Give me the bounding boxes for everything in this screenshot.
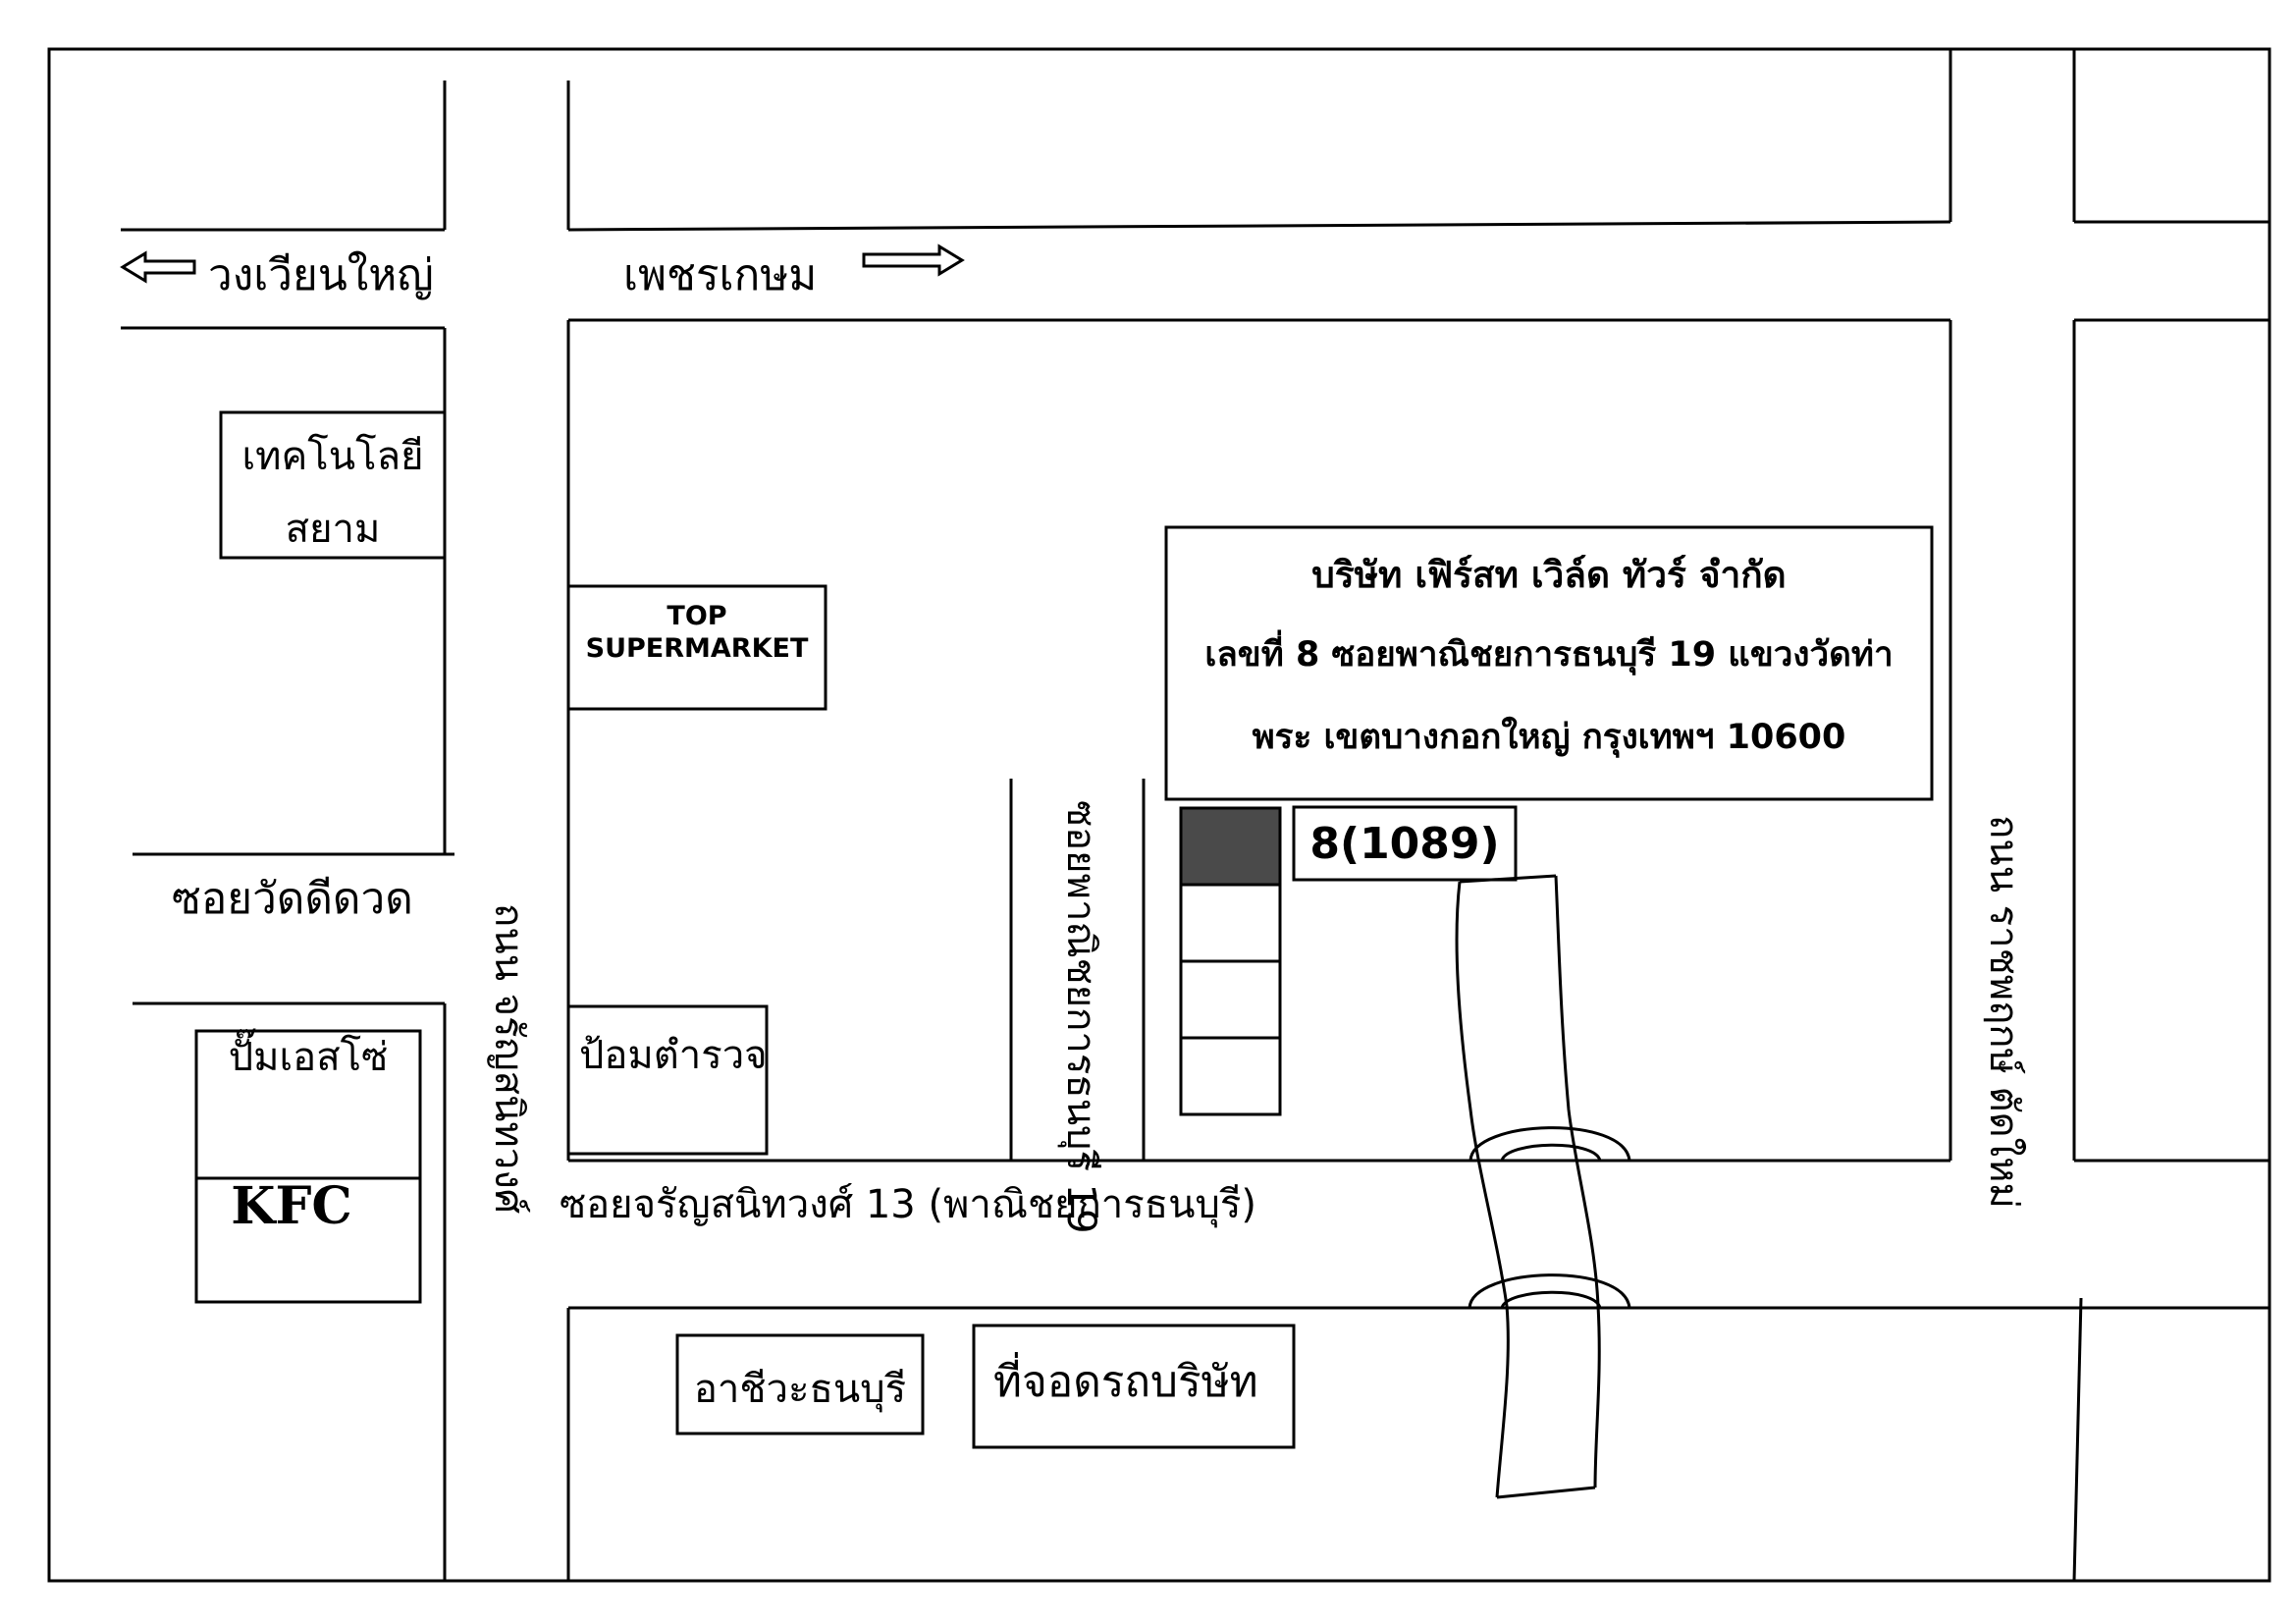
top-supermarket-label-1: TOP — [667, 601, 726, 631]
kfc-box — [194, 1176, 422, 1304]
building-number-box — [1292, 805, 1518, 882]
tech-siam-label-1: เทคโนโลยี — [241, 434, 423, 479]
bridge-icon — [1468, 1273, 1631, 1310]
company-building-marker — [1179, 806, 1282, 887]
parking-box — [972, 1324, 1296, 1449]
company-info-box — [1164, 525, 1934, 801]
canal-path — [1455, 874, 1601, 1499]
esso-label: ปั๊มเอสโซ่ — [229, 1028, 389, 1080]
road-label-charan-road: ถนน จรัญสนิทวงศ์ — [486, 903, 531, 1214]
archiwa-box — [675, 1333, 925, 1435]
building-unit — [1179, 883, 1282, 963]
kfc-label: KFC — [231, 1176, 352, 1236]
esso-box — [194, 1029, 422, 1180]
company-address-2: พระ เขตบางกอกใหญ่ กรุงเทพฯ 10600 — [1253, 716, 1846, 758]
building-row — [1179, 806, 1282, 1116]
road-label-soi-19: ซอยพาณิชยการธนบุรี 19 — [1057, 800, 1103, 1234]
building-unit — [1179, 1036, 1282, 1116]
company-address-1: เลขที่ 8 ซอยพาณิชยการธนบุรี 19 แขวงวัดท่… — [1204, 629, 1893, 676]
tech-siam-label-2: สยาม — [286, 507, 381, 552]
road-label-soi-charan-13: ซอยจรัญสนิทวงศ์ 13 (พาณิชยการธนบุรี) — [560, 1182, 1256, 1228]
road-label-main-right: เพชรเกษม — [623, 250, 817, 300]
police-box-label: ป้อมตำรวจ — [579, 1033, 768, 1078]
building-number-label: 8(1089) — [1309, 819, 1499, 869]
bridge-icon — [1468, 1126, 1631, 1163]
top-supermarket-label-2: SUPERMARKET — [586, 633, 809, 664]
map-frame — [47, 47, 2271, 1583]
archiwa-label: อาชีวะธนบุรี — [694, 1367, 906, 1413]
top-supermarket-box — [566, 584, 828, 711]
company-name: บริษัท เฟิร์สท เวิล์ด ทัวร์ จำกัด — [1311, 554, 1786, 596]
tech-siam-box — [219, 410, 447, 560]
road-label-ratchaphruek: ถนน ราชพฤกษ์ ตัดใหม่ — [1981, 815, 2027, 1209]
left-arrow-icon — [120, 250, 196, 284]
road-lines — [121, 49, 2269, 1582]
parking-label: ที่จอดรถบริษัท — [993, 1351, 1258, 1407]
road-label-main-left: วงเวียนใหญ่ — [208, 250, 434, 300]
building-unit — [1179, 959, 1282, 1040]
road-label-soi-wat-di-duat: ซอยวัดดีดวด — [172, 874, 413, 924]
police-box — [566, 1004, 769, 1156]
right-arrow-icon — [862, 244, 965, 277]
